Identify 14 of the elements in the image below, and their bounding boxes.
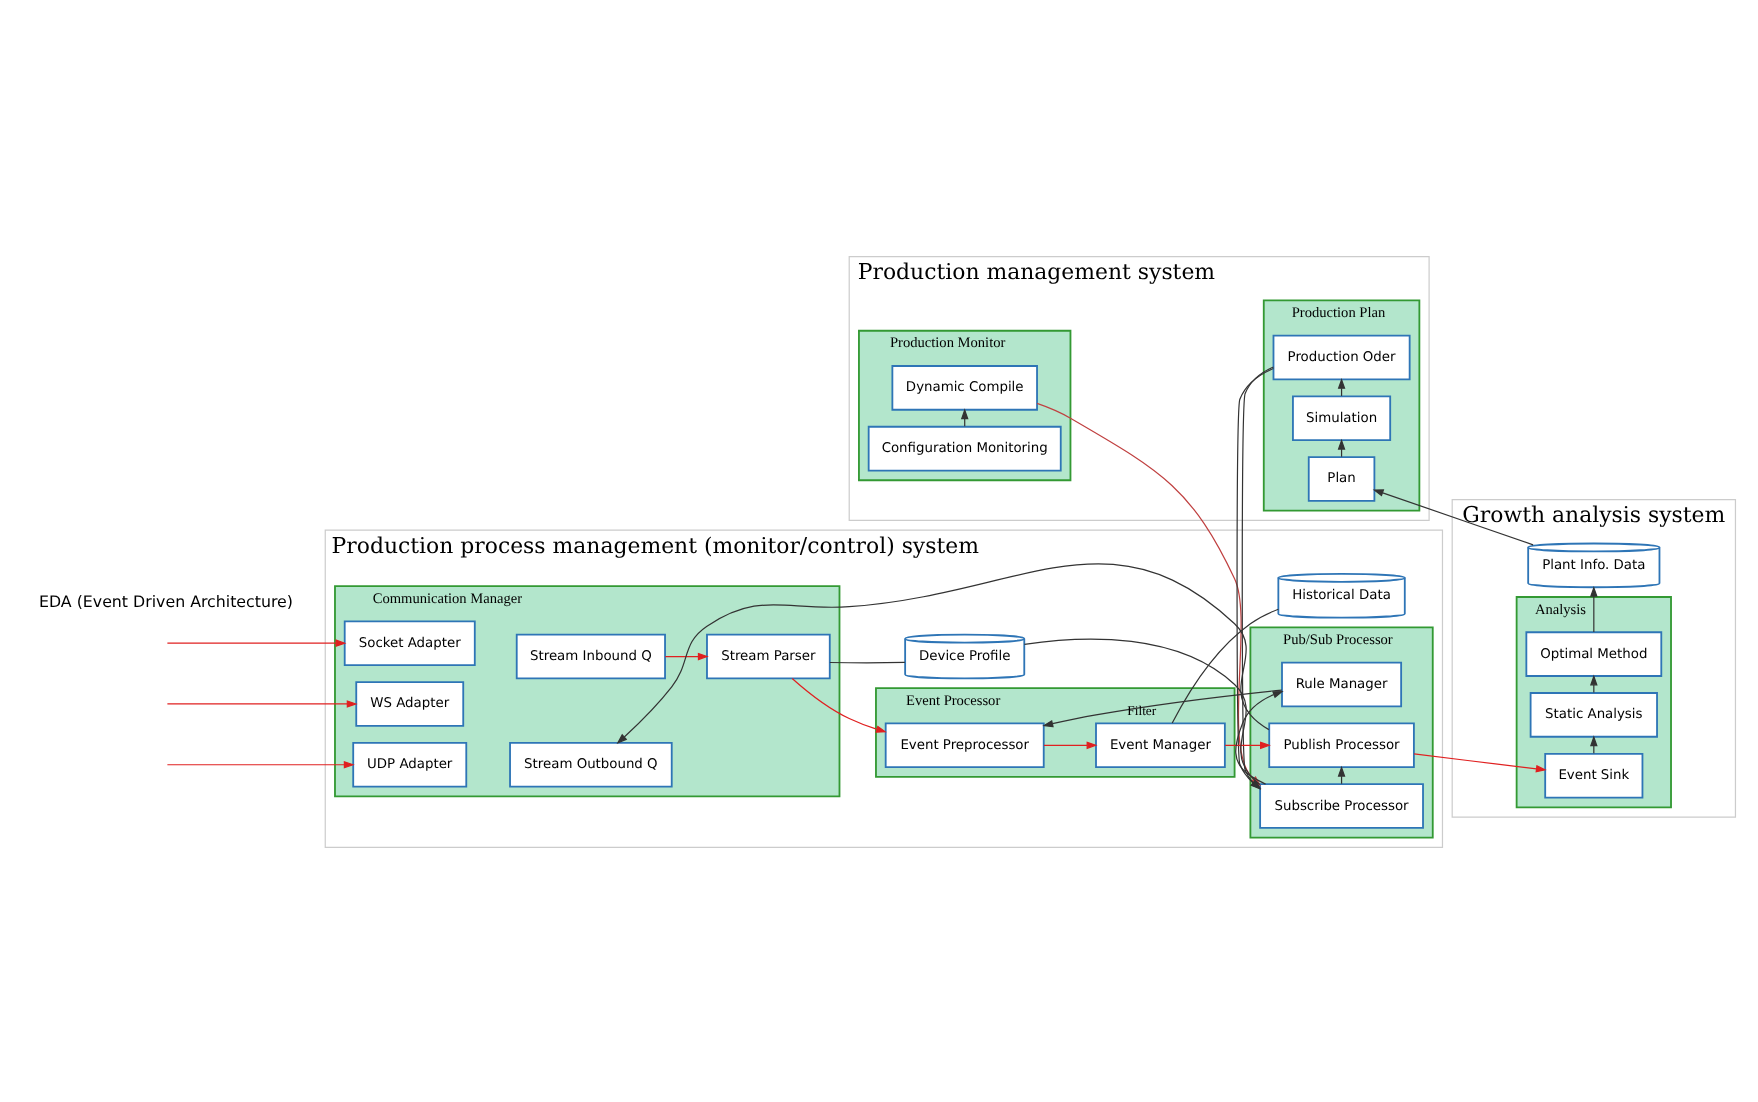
arrow <box>1590 584 1598 632</box>
arrow <box>166 638 347 646</box>
connector <box>1171 607 1279 723</box>
arrow <box>1372 488 1534 545</box>
arrow <box>1224 740 1271 749</box>
arrow <box>166 759 355 768</box>
arrow <box>616 562 1270 744</box>
connector <box>829 660 906 663</box>
arrow <box>1043 740 1098 749</box>
arrow <box>664 651 709 660</box>
arrow <box>166 699 358 707</box>
arrow <box>1413 752 1547 772</box>
arrow <box>1042 688 1283 727</box>
arrow <box>791 676 887 732</box>
